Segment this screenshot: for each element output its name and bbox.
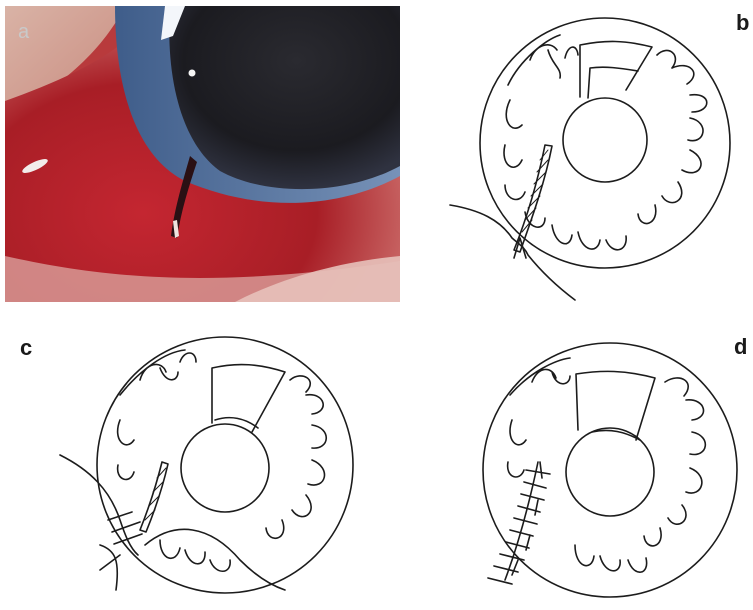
clinical-photo-panel: a: [5, 6, 400, 302]
panel-label-d: d: [734, 336, 747, 358]
suture-thread: [450, 205, 575, 300]
iridectomy-sector: [576, 371, 655, 440]
diagram-c-partial-suture: [40, 320, 360, 610]
pupil-outline: [181, 424, 269, 512]
diagram-d-closed-wound: [470, 330, 750, 610]
wound-hatching: [522, 150, 548, 232]
closed-wound-line: [505, 462, 538, 580]
diagram-b-open-wound: [440, 0, 740, 310]
panel-label-a: a: [18, 22, 29, 42]
pupil-outline: [563, 98, 647, 182]
panel-label-b: b: [736, 12, 749, 34]
iris-folds: [118, 350, 327, 571]
light-spot: [189, 70, 196, 77]
iridectomy-inner: [215, 418, 258, 428]
panel-label-c: c: [20, 337, 32, 359]
suture-thread-lower: [145, 529, 285, 590]
wound-slit: [140, 462, 168, 532]
eyeball-outline: [97, 337, 353, 593]
iridectomy-sector: [580, 41, 652, 97]
eye-photo: [5, 6, 400, 302]
eyeball-outline: [480, 18, 730, 268]
sutures-row: [488, 462, 550, 584]
wound-hatching: [145, 468, 166, 520]
pupil-outline: [566, 428, 654, 516]
